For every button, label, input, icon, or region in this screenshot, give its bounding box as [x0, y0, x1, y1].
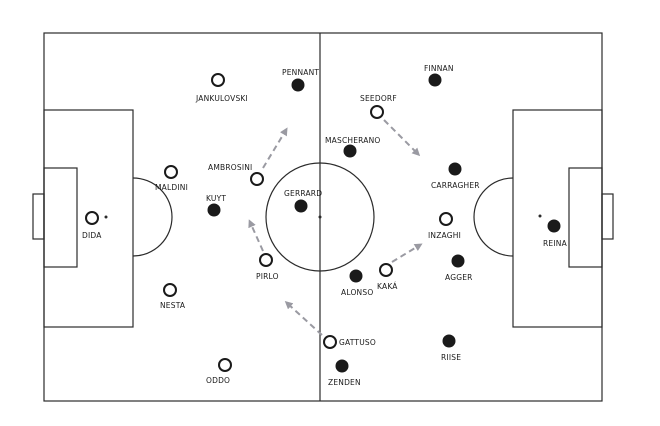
player-marker-oddo	[218, 358, 232, 372]
player-marker-inzaghi	[439, 212, 453, 226]
arrow-ambrosini	[262, 127, 288, 169]
player-marker-jankulovski	[211, 73, 225, 87]
player-label-zenden: ZENDEN	[328, 378, 361, 387]
player-marker-dida	[85, 211, 99, 225]
player-label-inzaghi: INZAGHI	[428, 231, 461, 240]
player-marker-pennant	[291, 78, 305, 92]
player-marker-ambrosini	[250, 172, 264, 186]
filled-circle-team: REINA CARRAGHER AGGER FINNAN RIISE MASCH…	[206, 64, 568, 387]
player-label-dida: DIDA	[82, 231, 102, 240]
player-label-gerrard: GERRARD	[284, 189, 322, 198]
player-marker-pirlo	[259, 253, 273, 267]
centre-circle	[265, 162, 375, 272]
right-goal-area	[568, 167, 603, 268]
player-marker-alonso	[349, 269, 363, 283]
player-label-mascherano: MASCHERANO	[325, 136, 381, 145]
player-label-kuyt: KUYT	[206, 194, 226, 203]
player-marker-agger	[451, 254, 465, 268]
left-penalty-arc	[132, 177, 173, 257]
player-label-oddo: ODDO	[206, 376, 230, 385]
arrow-pirlo	[248, 219, 264, 252]
right-penalty-arc	[473, 177, 514, 257]
player-marker-carragher	[448, 162, 462, 176]
player-marker-gattuso	[323, 335, 337, 349]
player-label-seedorf: SEEDORF	[360, 94, 397, 103]
arrow-seedorf	[383, 119, 421, 157]
player-label-carragher: CARRAGHER	[431, 181, 480, 190]
player-label-nesta: NESTA	[160, 301, 186, 310]
player-label-maldini: MALDINI	[155, 183, 188, 192]
arrow-kaka	[391, 243, 423, 263]
player-marker-gerrard	[294, 199, 308, 213]
player-label-reina: REINA	[543, 239, 568, 248]
left-goal	[32, 193, 45, 240]
player-label-riise: RIISE	[441, 353, 461, 362]
movement-arrows	[248, 119, 423, 336]
open-circle-team: DIDA MALDINI NESTA ODDO JANKULOVSKI AMBR…	[82, 73, 461, 385]
player-label-kaka: KAKÁ	[377, 282, 398, 291]
player-label-jankulovski: JANKULOVSKI	[195, 94, 248, 103]
left-penalty-spot	[104, 215, 108, 219]
left-goal-area	[43, 167, 78, 268]
right-penalty-spot	[538, 214, 542, 218]
player-marker-finnan	[428, 73, 442, 87]
player-label-alonso: ALONSO	[341, 288, 373, 297]
player-marker-maldini	[164, 165, 178, 179]
player-label-pennant: PENNANT	[282, 68, 319, 77]
player-label-ambrosini: AMBROSINI	[208, 163, 252, 172]
player-marker-kuyt	[207, 203, 221, 217]
player-marker-kaka	[379, 263, 393, 277]
player-label-pirlo: PIRLO	[256, 272, 279, 281]
player-marker-zenden	[335, 359, 349, 373]
arrow-gattuso	[284, 300, 323, 336]
centre-spot	[318, 215, 322, 219]
player-label-gattuso: GATTUSO	[339, 338, 376, 347]
player-marker-reina	[547, 219, 561, 233]
player-marker-riise	[442, 334, 456, 348]
player-marker-nesta	[163, 283, 177, 297]
player-marker-mascherano	[343, 144, 357, 158]
player-label-finnan: FINNAN	[424, 64, 454, 73]
player-label-agger: AGGER	[445, 273, 473, 282]
right-penalty-area	[512, 109, 603, 328]
right-goal	[601, 193, 614, 240]
pitch-markings	[32, 32, 614, 402]
player-marker-seedorf	[370, 105, 384, 119]
pitch-outline	[43, 32, 603, 402]
